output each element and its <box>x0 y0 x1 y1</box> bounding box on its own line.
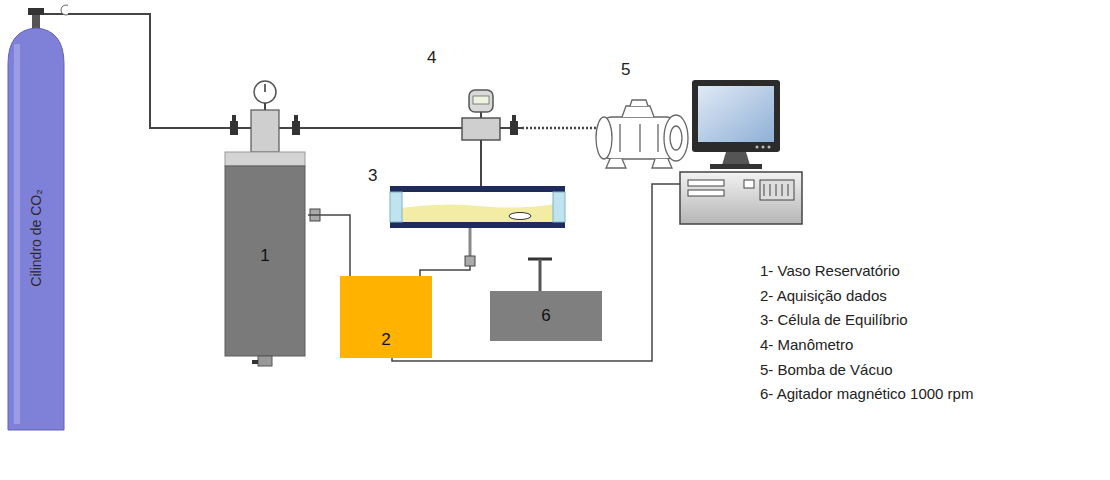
key-entry: 6- Agitador magnético 1000 rpm <box>760 385 973 402</box>
key-entry: 2- Aquisição dados <box>760 287 887 304</box>
computer <box>680 80 802 224</box>
key-entry: 4- Manômetro <box>760 336 853 353</box>
cell-tube <box>480 140 482 188</box>
magnetic-stirrer: 6 <box>490 291 602 341</box>
key-entry: 3- Célula de Equilíbrio <box>760 311 908 328</box>
reservoir-vessel: 1 <box>222 80 308 372</box>
stirrer-stem <box>528 259 552 291</box>
vessel-shape <box>222 80 308 372</box>
gas-cylinder: Cilindro de CO₂ <box>4 4 68 432</box>
callout-number: 6 <box>541 306 550 326</box>
key-entry: 5- Bomba de Vácuo <box>760 361 893 378</box>
key-entry: 1- Vaso Reservatório <box>760 262 900 279</box>
data-acquisition-box: 2 <box>340 276 432 358</box>
callout-number: 2 <box>381 330 390 350</box>
callout-number: 5 <box>621 60 630 80</box>
gas-line <box>308 215 350 276</box>
vacuum-pump <box>596 100 688 168</box>
gas-line <box>308 127 462 129</box>
equilibrium-cell <box>390 186 565 228</box>
callout-number: 4 <box>427 48 436 68</box>
cylinder-label: Cilindro de CO₂ <box>28 189 44 286</box>
callout-number: 3 <box>368 166 377 186</box>
sensor-line <box>420 228 475 276</box>
gas-line <box>68 14 222 128</box>
vacuum-valve <box>500 115 598 135</box>
manometer <box>462 90 500 140</box>
data-cable <box>392 184 682 361</box>
callout-number: 1 <box>260 246 269 266</box>
